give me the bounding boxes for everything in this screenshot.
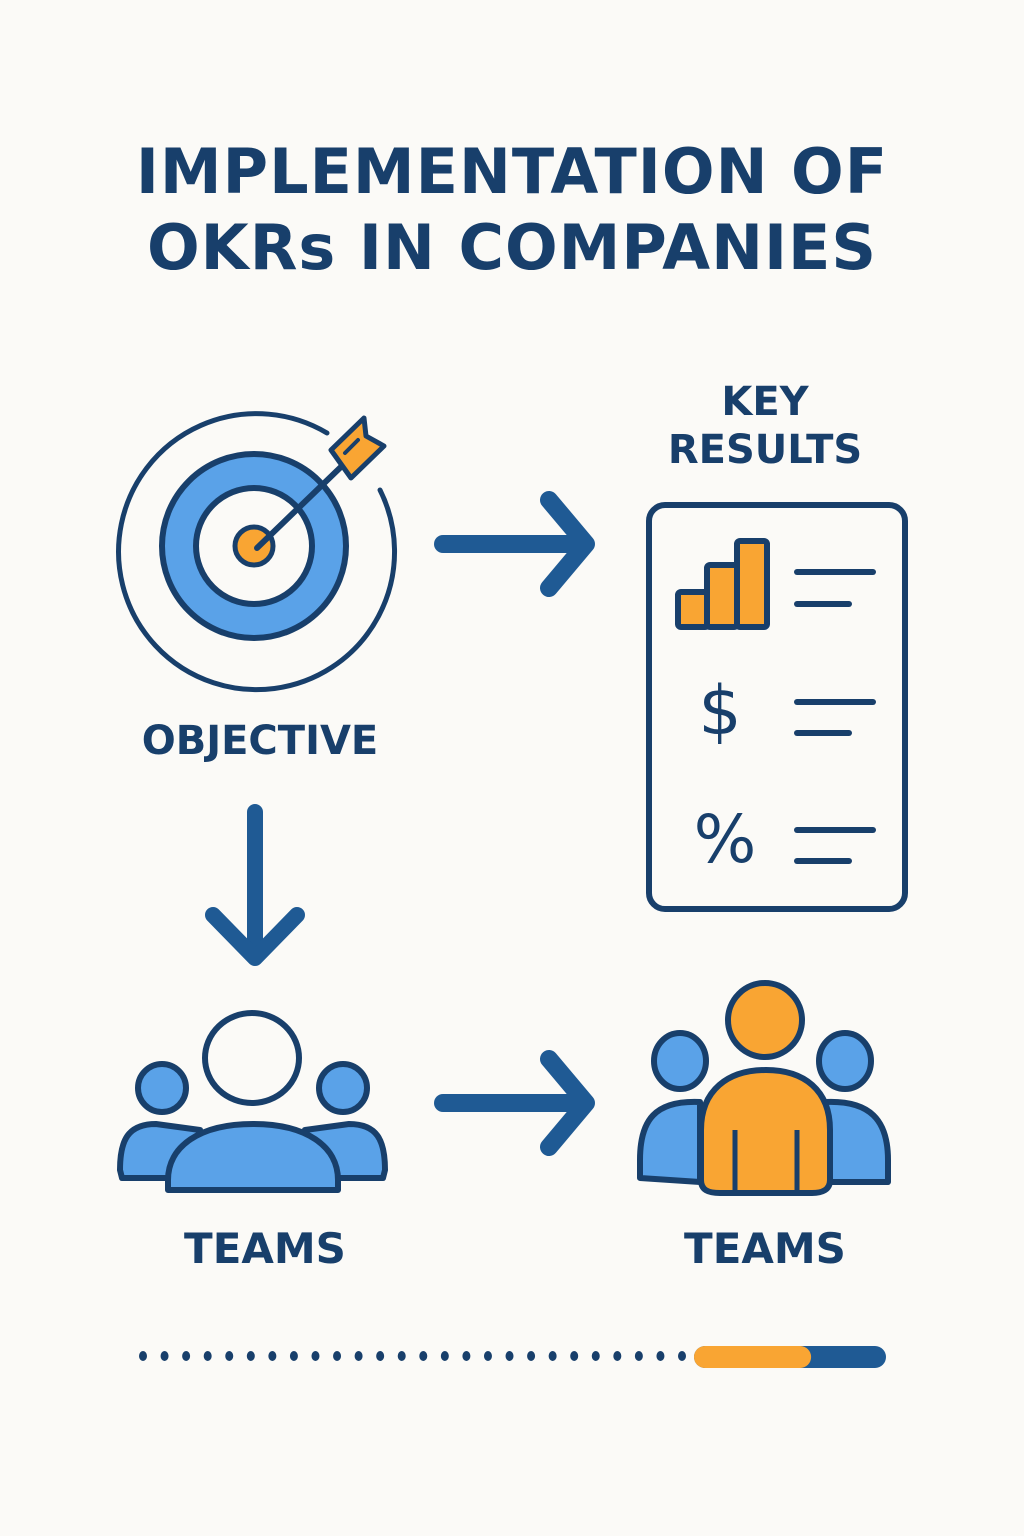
progress-dot [613, 1351, 622, 1361]
progress-dot [591, 1351, 600, 1361]
team-outline-icon [117, 1010, 388, 1193]
percent-icon: % [693, 801, 757, 878]
progress-dot [678, 1351, 686, 1361]
progress-dot [333, 1351, 342, 1361]
key-results-label-line-2: RESULTS [667, 427, 863, 473]
target-with-arrow-icon [116, 411, 397, 693]
progress-dot [527, 1351, 536, 1361]
progress-dot [397, 1351, 406, 1361]
key-results-card [646, 502, 908, 912]
progress-dot [483, 1351, 492, 1361]
teams-left-label: TEAMS [184, 1224, 346, 1273]
progress-dot [634, 1351, 643, 1361]
bar-chart-icon [675, 538, 770, 630]
progress-dot [160, 1351, 169, 1361]
progress-dot [440, 1351, 449, 1361]
progress-dot [311, 1351, 320, 1361]
title-line-1: IMPLEMENTATION OF [135, 135, 889, 208]
key-results-label-line-1: KEY [721, 379, 809, 425]
progress-bar [694, 1346, 886, 1368]
key-results-label: KEY RESULTS [660, 378, 870, 474]
progress-dot [656, 1351, 665, 1361]
progress-dot [419, 1351, 428, 1361]
progress-dot [354, 1351, 363, 1361]
teams-right-label: TEAMS [684, 1224, 846, 1273]
arrow-down-icon [205, 804, 305, 966]
progress-dot [462, 1351, 471, 1361]
team-highlighted-icon [637, 980, 891, 1196]
progress-dot [376, 1351, 385, 1361]
arrow-right-icon [434, 491, 595, 597]
arrow-right-icon [434, 1050, 595, 1156]
progress-dot [182, 1351, 191, 1361]
progress-dot [505, 1351, 514, 1361]
progress-dot [203, 1351, 212, 1361]
progress-dot [289, 1351, 298, 1361]
title-line-2: OKRs IN COMPANIES [146, 211, 878, 284]
progress-dot [268, 1351, 277, 1361]
dollar-icon: $ [698, 672, 742, 751]
progress-dot [570, 1351, 579, 1361]
progress-dots [139, 1351, 686, 1361]
progress-dot [225, 1351, 234, 1361]
progress-bar-fill [694, 1346, 812, 1368]
progress-dot [548, 1351, 557, 1361]
objective-label: OBJECTIVE [141, 718, 379, 764]
progress-dot [139, 1351, 147, 1361]
progress-dot [246, 1351, 255, 1361]
